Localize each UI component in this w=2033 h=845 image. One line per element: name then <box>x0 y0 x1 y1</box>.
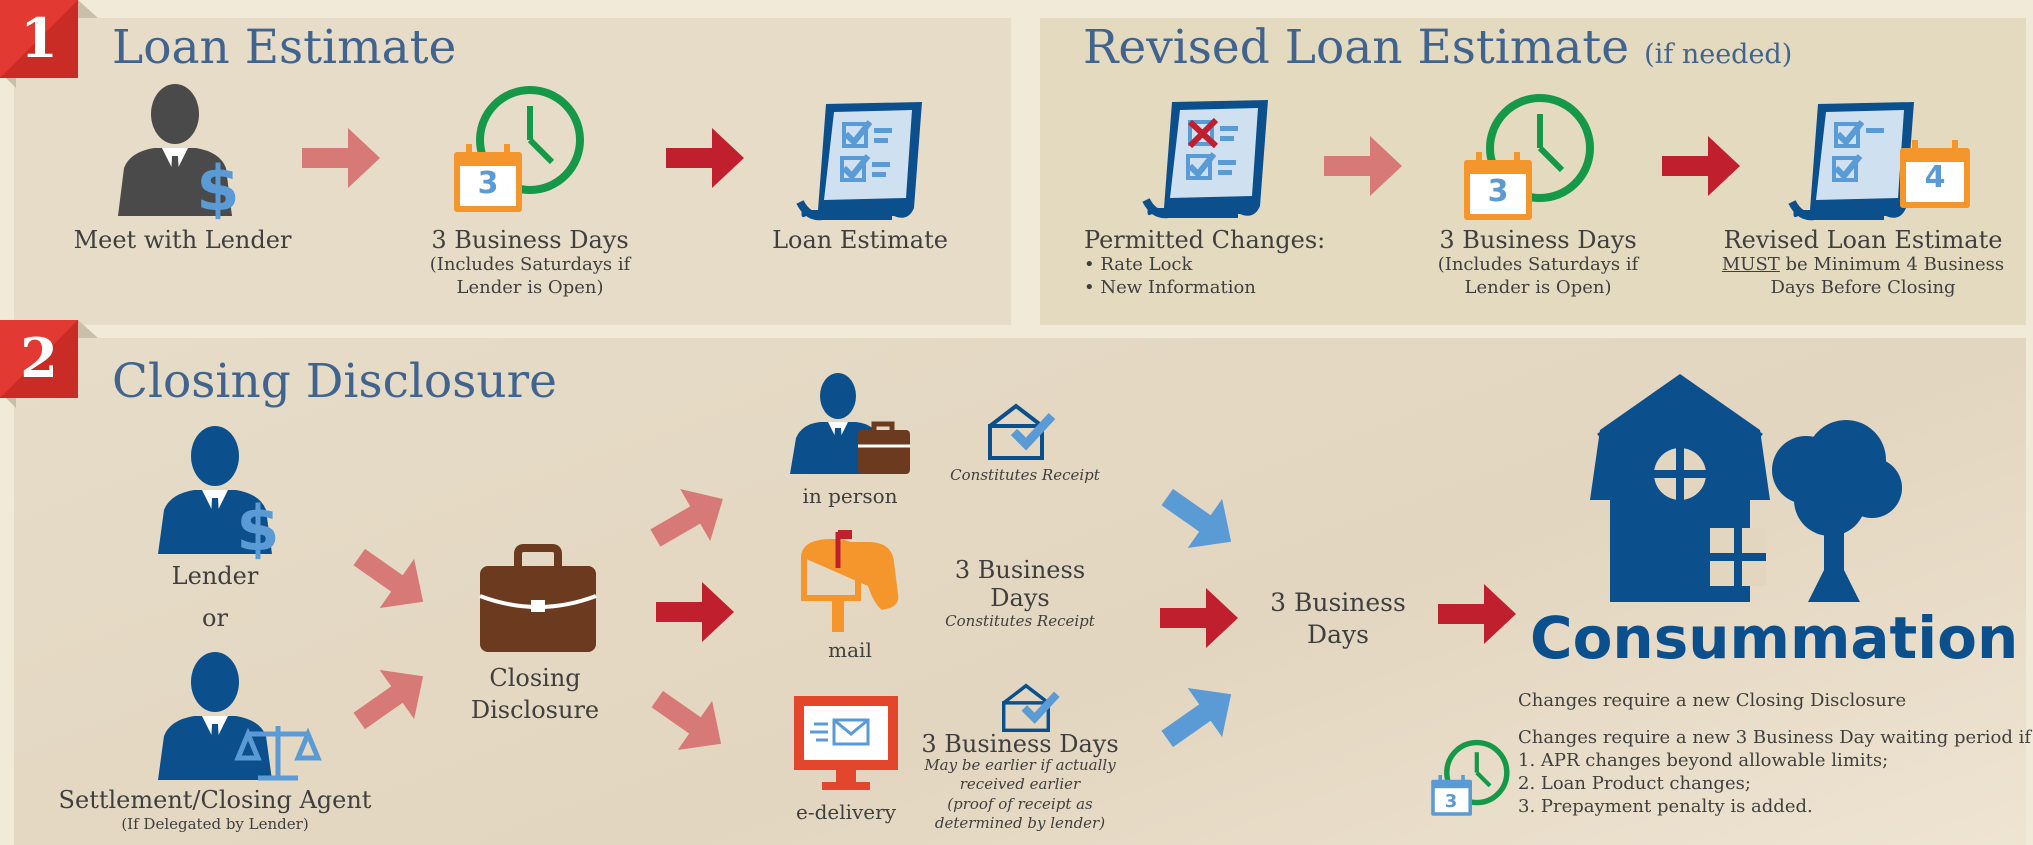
calendar-number-2: 3 <box>1487 174 1509 209</box>
lender-person-icon: $ <box>158 426 280 565</box>
calendar-number-small: 3 <box>1444 791 1458 812</box>
person-briefcase-icon <box>790 373 910 474</box>
briefcase-icon <box>479 544 597 652</box>
arrow-diagonal-up-icon <box>353 669 424 730</box>
arrow-right-icon <box>1662 136 1740 196</box>
saturday-note-1b: Lender is Open) <box>456 277 604 298</box>
revised-must-note-2: Days Before Closing <box>1770 277 1956 298</box>
edelivery-note-4: determined by lender) <box>934 814 1106 832</box>
mailbox-icon <box>801 530 899 632</box>
document-x-icon <box>1142 100 1268 219</box>
envelope-check-icon <box>988 403 1056 460</box>
svg-text:$: $ <box>236 492 279 565</box>
badge-2-icon <box>0 320 98 408</box>
document-check-calendar-icon <box>1788 102 1970 221</box>
revised-loan-estimate-label: Revised Loan Estimate <box>1723 226 2003 254</box>
changes-line: Changes require a new Closing Disclosure <box>1518 690 1907 711</box>
house-tree-icon <box>1590 374 1902 602</box>
arrow-diagonal-up-icon <box>650 489 723 547</box>
three-business-days-label-1: 3 Business Days <box>431 226 629 254</box>
meet-with-lender-label: Meet with Lender <box>73 226 292 254</box>
closing-disclosure-title: Closing Disclosure <box>112 354 557 409</box>
edelivery-label: e-delivery <box>795 800 897 824</box>
in-person-note: Constitutes Receipt <box>950 466 1100 484</box>
monitor-icon <box>794 696 898 790</box>
edelivery-note-3: (proof of receipt as <box>947 795 1093 813</box>
revised-title-text: Revised Loan Estimate <box>1083 20 1630 75</box>
edelivery-note-1: May be earlier if actually <box>924 756 1116 774</box>
mail-label: mail <box>828 638 872 662</box>
must-text: MUST <box>1721 254 1780 275</box>
or-label: or <box>202 604 228 632</box>
revised-loan-estimate-title: Revised Loan Estimate (if needed) <box>1083 20 1792 75</box>
waiting-line: Changes require a new 3 Business Day wai… <box>1518 727 2031 748</box>
arrow-right-icon <box>1160 588 1238 648</box>
in-person-label: in person <box>802 484 898 508</box>
three-business-days-label-2: 3 Business Days <box>1439 226 1637 254</box>
calendar-number-1: 3 <box>477 166 499 201</box>
edelivery-days: 3 Business Days <box>921 730 1119 758</box>
condition-item-3: 3. Prepayment penalty is added. <box>1518 796 1813 817</box>
mail-note: Constitutes Receipt <box>945 612 1095 630</box>
edelivery-note-2: received earlier <box>959 775 1081 793</box>
arrow-diagonal-down-icon <box>651 690 722 751</box>
person-dollar-icon: $ <box>118 84 240 225</box>
arrow-right-icon <box>666 128 744 188</box>
badge-2-number: 2 <box>20 326 58 390</box>
revised-must-note: MUST be Minimum 4 Business <box>1720 253 2006 276</box>
arrow-right-icon <box>1438 584 1516 644</box>
revised-title-suffix: (if needed) <box>1644 39 1793 70</box>
calendar-number-4: 4 <box>1924 160 1946 195</box>
mail-days-line2: Days <box>990 584 1050 612</box>
clock-calendar-icon <box>1464 94 1594 220</box>
permitted-bullet-new-info: • New Information <box>1084 277 1256 298</box>
consummation-label: Consummation <box>1530 604 2019 672</box>
loan-estimate-title: Loan Estimate <box>112 20 457 75</box>
agent-person-icon <box>158 652 322 781</box>
scales-icon <box>234 726 322 781</box>
must-note-rest: be Minimum 4 Business <box>1779 254 2005 275</box>
closing-disclosure-label-2: Disclosure <box>470 696 600 724</box>
arrow-diagonal-down-icon <box>1161 488 1232 549</box>
saturday-note-2b: Lender is Open) <box>1464 277 1612 298</box>
clock-calendar-icon <box>454 86 584 212</box>
badge-1-icon <box>0 0 98 88</box>
permitted-changes-label: Permitted Changes: <box>1084 226 1326 254</box>
mail-days-line1: 3 Business <box>954 556 1086 584</box>
document-check-icon <box>796 102 922 221</box>
arrow-right-icon <box>656 582 734 642</box>
saturday-note-1a: (Includes Saturdays if <box>429 254 631 275</box>
clock-calendar-icon <box>1431 739 1510 816</box>
agent-note: (If Delegated by Lender) <box>121 815 309 833</box>
permitted-bullet-rate-lock: • Rate Lock <box>1084 254 1193 275</box>
saturday-note-2a: (Includes Saturdays if <box>1437 254 1639 275</box>
settlement-agent-label: Settlement/Closing Agent <box>58 786 372 814</box>
svg-text:$: $ <box>196 152 239 225</box>
badge-1-number: 1 <box>20 6 58 70</box>
loan-estimate-label: Loan Estimate <box>772 226 948 254</box>
lender-label: Lender <box>171 562 259 590</box>
closing-disclosure-label-1: Closing <box>489 664 581 692</box>
final-days-line2: Days <box>1307 620 1369 649</box>
envelope-check-icon <box>1002 683 1060 732</box>
arrow-diagonal-down-icon <box>353 548 424 609</box>
arrow-right-icon <box>302 128 380 188</box>
arrow-right-icon <box>1324 136 1402 196</box>
arrow-diagonal-up-icon <box>1161 687 1232 748</box>
condition-item-2: 2. Loan Product changes; <box>1518 773 1751 794</box>
final-days-line1: 3 Business <box>1270 588 1406 617</box>
condition-item-1: 1. APR changes beyond allowable limits; <box>1518 750 1889 771</box>
